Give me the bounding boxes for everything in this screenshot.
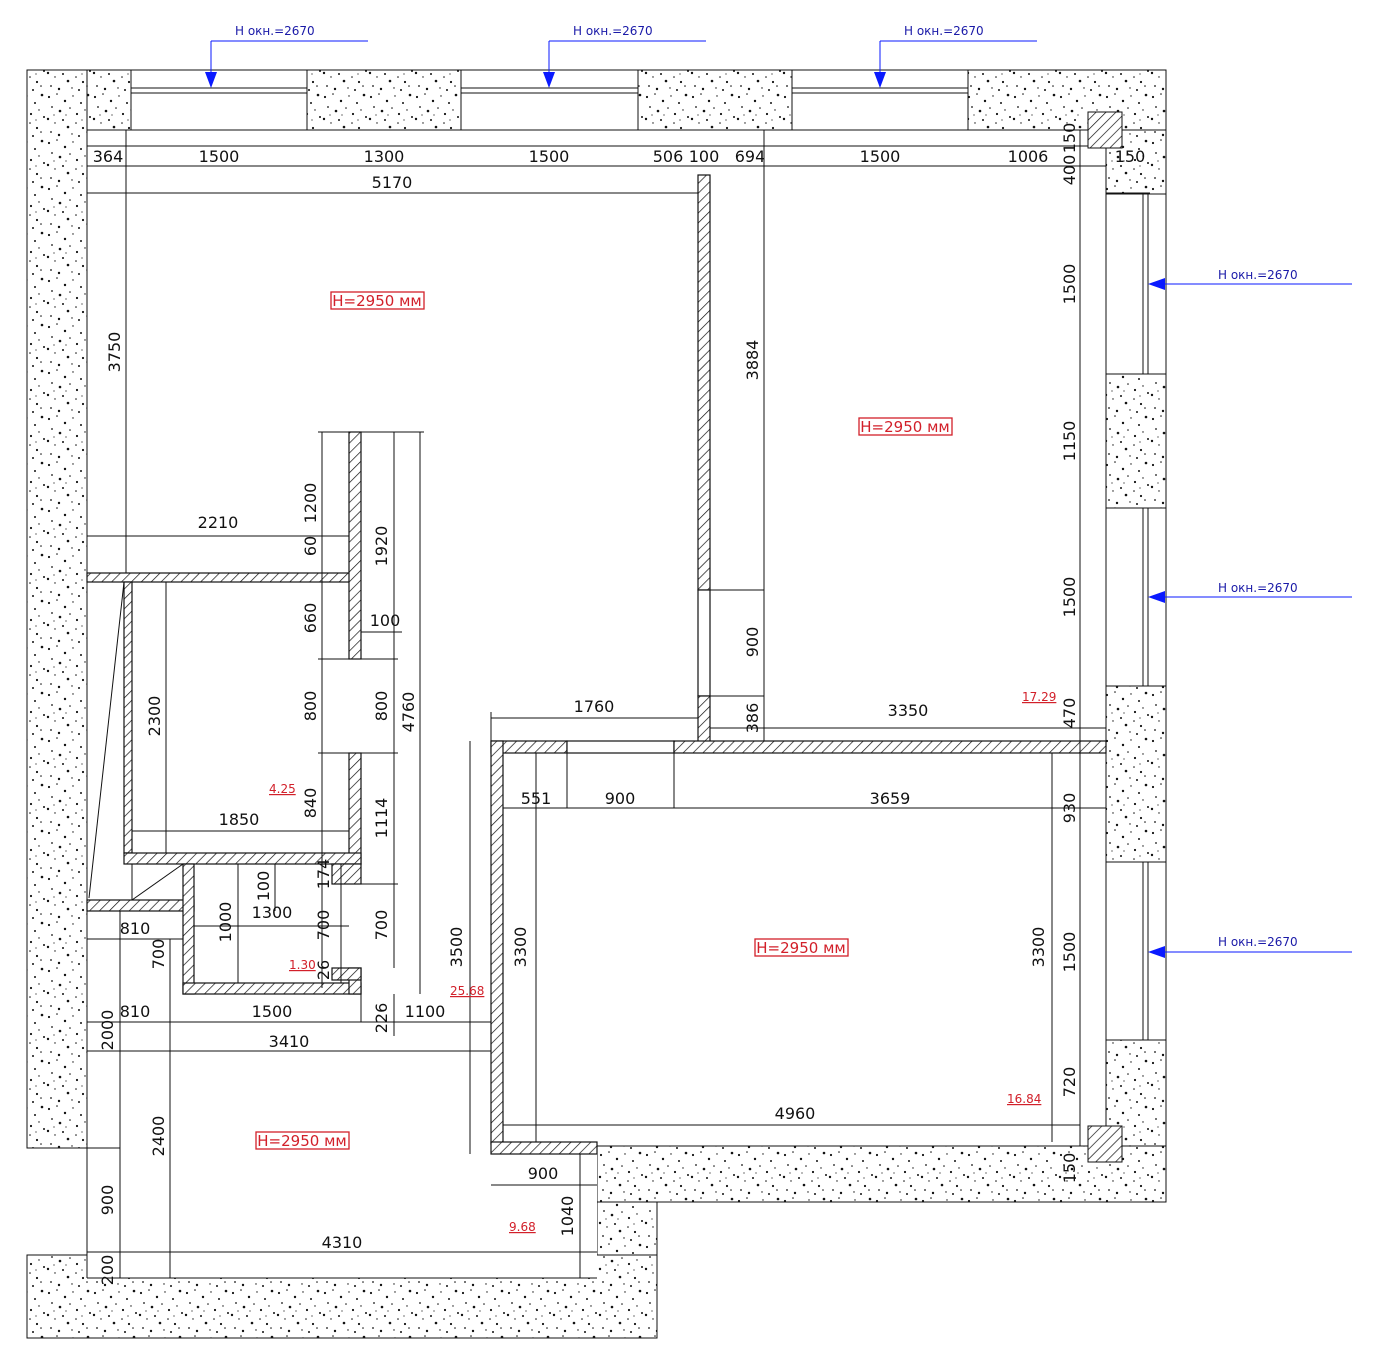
dim-text: 2000 <box>98 1010 117 1051</box>
window-height-label: Н окн.=2670 <box>904 24 984 38</box>
exterior-wall <box>26 69 1167 1339</box>
dim-text: 174 <box>314 859 333 890</box>
window-height-label: Н окн.=2670 <box>235 24 315 38</box>
dim-text: 100 <box>689 147 720 166</box>
window-height-label: Н окн.=2670 <box>1218 268 1298 282</box>
dim-text: 1500 <box>1060 264 1079 305</box>
interior-walls <box>86 174 1107 1155</box>
svg-text:Н=2950 мм: Н=2950 мм <box>860 418 949 436</box>
window-height-label: Н окн.=2670 <box>1218 581 1298 595</box>
dim-text: 700 <box>314 910 333 941</box>
svg-text:Н=2950 мм: Н=2950 мм <box>756 939 845 957</box>
dim-text: 26 <box>314 960 333 980</box>
dimension-lines <box>86 130 1150 1278</box>
dim-text: 5170 <box>372 173 413 192</box>
dim-text: 1500 <box>1060 932 1079 973</box>
dim-text: 1000 <box>216 902 235 943</box>
dim-text: 60 <box>301 536 320 556</box>
area-label: 25.68 <box>450 984 484 998</box>
dim-text: 150 <box>1115 147 1146 166</box>
dim-text: 3300 <box>511 927 530 968</box>
dim-text: 1300 <box>364 147 405 166</box>
dim-text: 100 <box>370 611 401 630</box>
dim-text: 1850 <box>219 810 260 829</box>
dim-text: 930 <box>1060 793 1079 824</box>
dim-text: 900 <box>528 1164 559 1183</box>
dim-text: 1114 <box>372 798 391 839</box>
dim-text: 1300 <box>252 903 293 922</box>
dim-text: 720 <box>1060 1067 1079 1098</box>
window-height-label: Н окн.=2670 <box>573 24 653 38</box>
dim-text: 900 <box>605 789 636 808</box>
dim-text: 3300 <box>1029 927 1048 968</box>
dim-text: 1100 <box>405 1002 446 1021</box>
dim-text: 840 <box>301 788 320 819</box>
dim-text: 810 <box>120 919 151 938</box>
svg-text:Н=2950 мм: Н=2950 мм <box>257 1132 346 1150</box>
dim-text: 1500 <box>860 147 901 166</box>
dim-text: 1760 <box>574 697 615 716</box>
dim-text: 3500 <box>447 927 466 968</box>
dim-text: 400 <box>1060 155 1079 186</box>
dim-text: 3884 <box>743 340 762 381</box>
dim-text: 1500 <box>252 1002 293 1021</box>
area-label: 1.30 <box>289 958 316 972</box>
dim-text: 386 <box>743 703 762 734</box>
area-label: 17.29 <box>1022 690 1056 704</box>
area-label: 9.68 <box>509 1220 536 1234</box>
dim-text: 800 <box>301 691 320 722</box>
dim-text: 660 <box>301 603 320 634</box>
dim-text: 506 <box>653 147 684 166</box>
area-label: 16.84 <box>1007 1092 1041 1106</box>
window-markers <box>205 40 1352 958</box>
dim-text: 700 <box>372 910 391 941</box>
dim-text: 1200 <box>301 483 320 524</box>
column-top <box>1087 111 1123 149</box>
dim-text: 4760 <box>399 692 418 733</box>
dim-text: 2400 <box>149 1116 168 1157</box>
dim-text: 1500 <box>529 147 570 166</box>
dim-text: 3750 <box>105 332 124 373</box>
dim-text: 3350 <box>888 701 929 720</box>
dim-text: 1500 <box>199 147 240 166</box>
dim-text: 150 <box>1060 1153 1079 1184</box>
dim-text: 226 <box>372 1003 391 1034</box>
dim-text: 800 <box>372 691 391 722</box>
dim-text: 364 <box>93 147 124 166</box>
dim-text: 900 <box>743 627 762 658</box>
dim-text: 100 <box>254 871 273 902</box>
dim-text: 900 <box>98 1185 117 1216</box>
dim-text: 3410 <box>269 1032 310 1051</box>
dim-text: 470 <box>1060 698 1079 729</box>
dim-text: 694 <box>735 147 766 166</box>
column-bottom <box>1087 1125 1123 1163</box>
dim-text: 3659 <box>870 789 911 808</box>
dim-text: 2210 <box>198 513 239 532</box>
area-label: 4.25 <box>269 782 296 796</box>
dim-text: 4960 <box>775 1104 816 1123</box>
room-height-label: Н=2950 мм <box>255 1131 350 1150</box>
dim-text: 4310 <box>322 1233 363 1252</box>
window-height-label: Н окн.=2670 <box>1218 935 1298 949</box>
dim-text: 700 <box>149 939 168 970</box>
svg-text:Н=2950 мм: Н=2950 мм <box>332 292 421 310</box>
room-height-label: Н=2950 мм <box>330 291 425 310</box>
dim-text: 1006 <box>1008 147 1049 166</box>
dim-text: 1500 <box>1060 577 1079 618</box>
windows-right <box>1105 193 1167 1041</box>
dim-text: 2300 <box>145 696 164 737</box>
dim-text: 1920 <box>372 526 391 567</box>
dim-text: 810 <box>120 1002 151 1021</box>
dim-text: 551 <box>521 789 552 808</box>
room-height-label: Н=2950 мм <box>754 938 849 957</box>
dim-text: 1150 <box>1060 421 1079 462</box>
dim-text: 150 <box>1060 123 1079 154</box>
shaft <box>88 581 184 901</box>
room-height-label: Н=2950 мм <box>858 417 953 436</box>
dim-text: 1040 <box>558 1196 577 1237</box>
dim-text: 200 <box>98 1255 117 1286</box>
